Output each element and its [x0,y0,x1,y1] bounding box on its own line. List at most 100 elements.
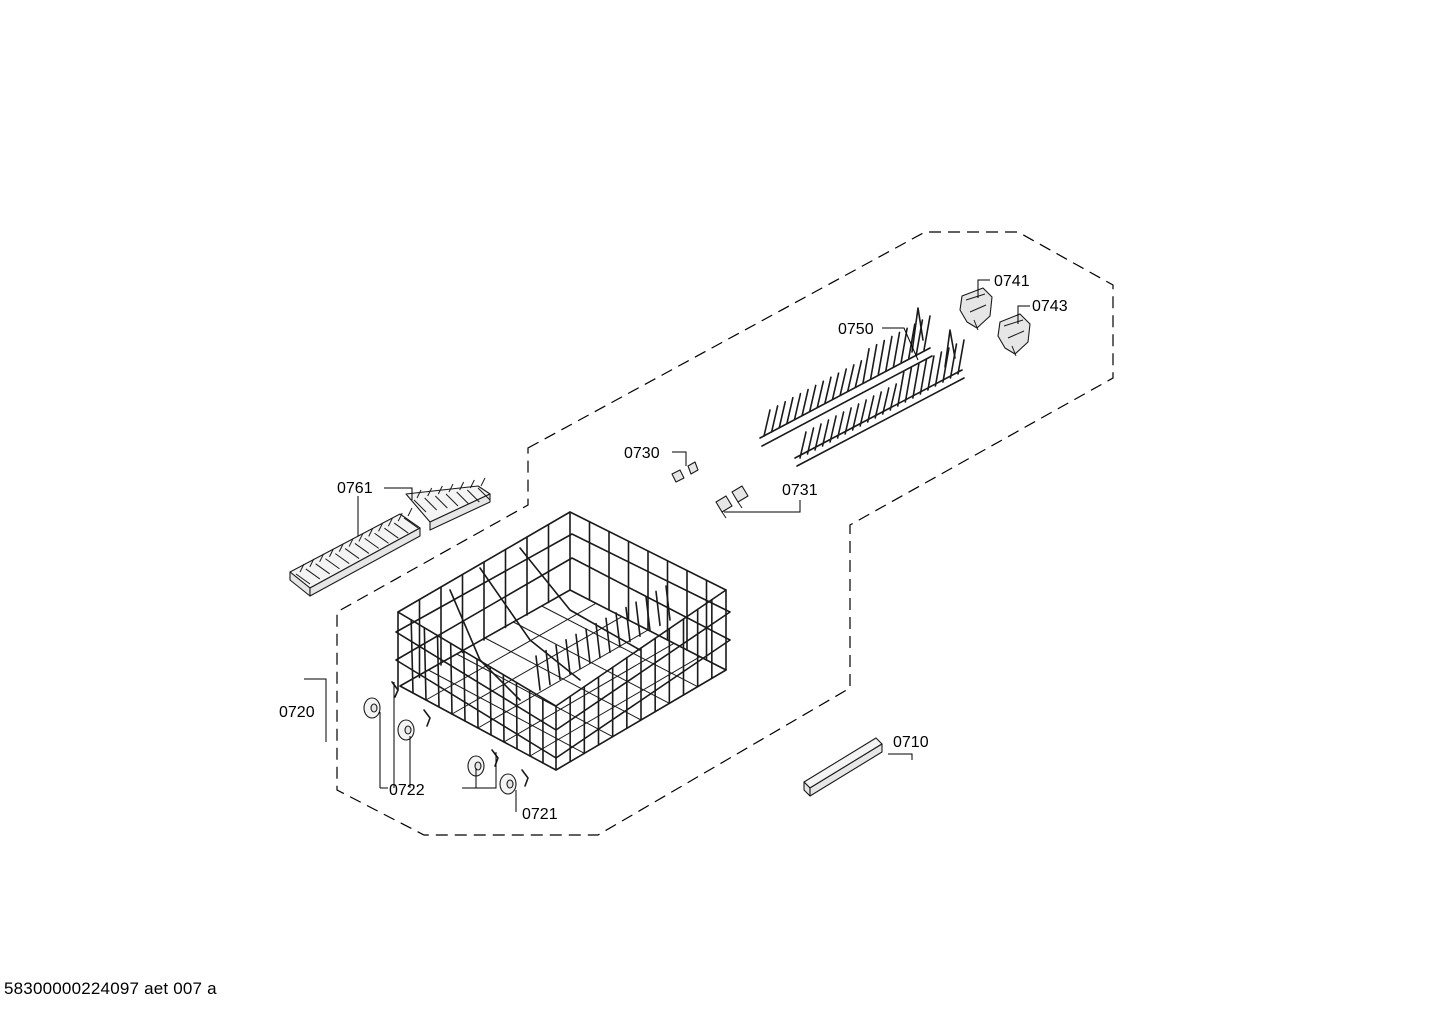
wire-segment [851,403,860,431]
wire-segment [535,655,541,691]
hinge-0731 [715,485,749,519]
wire-segment [354,543,370,554]
wire-segment [625,606,631,643]
wire-segment [397,512,403,522]
wire-segment [329,548,334,557]
callout-0750: 0750 [838,321,874,338]
wire-segment [480,477,486,487]
wire-segment [808,384,817,413]
wire-segment [655,590,661,627]
wire-segment [403,517,419,529]
wire-segment [907,323,916,359]
wire-segment [393,522,409,534]
wire-segment [469,479,475,489]
wire-segment [368,528,374,537]
wire-segment [793,392,802,421]
callout-0730: 0730 [624,445,660,462]
wire-segment [831,372,840,400]
wire-segment [299,563,305,573]
wire-segment [904,367,913,403]
wire-segment [413,499,427,513]
rail-strip-0710 [803,737,883,797]
wire-segment [814,423,822,451]
wheel-hub [404,725,412,735]
wire-segment [338,543,344,552]
wire-segment [334,553,350,565]
wire-segment [449,642,453,715]
wire-segment [801,388,809,417]
drawing-id: 58300000224097 aet 007 a [4,979,217,998]
wire-segment [364,537,380,549]
wire-segment [881,387,890,415]
wire-segment [466,489,480,503]
wire-segment [515,681,518,750]
wire-segment [476,658,479,729]
wire-segment [824,376,832,405]
wire-segment [489,666,492,736]
wire-segment [456,491,470,505]
wheel-hub [370,703,378,713]
wire-segment [892,331,901,368]
callout-0743: 0743 [1032,298,1068,315]
wire-segment [919,359,928,395]
rack-clip-0741 [959,287,993,331]
wire-segment [459,481,465,491]
callout-0710: 0710 [893,734,929,751]
wire-segment [821,419,830,447]
wire-segment [778,401,787,429]
wire-segment [829,415,837,443]
assembly-boundary [336,231,1114,836]
wire-segment [295,573,311,585]
wire-segment [437,485,443,495]
wire-segment [854,360,863,388]
wire-segment [423,626,427,701]
wire-segment [874,391,883,419]
wire-segment [605,617,611,654]
wire-segment [305,568,321,580]
wire-segment [806,427,815,455]
callout-0731: 0731 [782,482,818,499]
wire-segment [635,601,641,637]
wire-segment [529,656,701,757]
wire-segment [665,585,671,621]
callout-0720: 0720 [279,704,315,721]
wire-segment [877,339,886,376]
wire-segment [309,558,315,568]
wire-segment [463,650,466,722]
wire-segment [957,339,965,375]
callout-0741: 0741 [994,273,1030,290]
wire-segment [912,363,920,399]
wire-segment [585,628,591,664]
wire-segment [325,558,340,570]
clip-0730 [671,461,699,483]
wire-segment [816,380,825,409]
wire-segment [862,347,870,384]
wire-segment [575,633,581,670]
wire-segment [615,612,621,648]
wire-segment [949,343,958,379]
wire-segment [847,364,855,392]
wire-segment [387,517,393,527]
wire-segment [885,335,893,372]
wire-segment [436,634,440,708]
wire-segment [448,483,454,493]
callout-0761: 0761 [337,480,373,497]
wire-segment [315,563,330,575]
wire-segment [416,489,422,499]
wire-segment [407,507,413,517]
wire-segment [348,538,354,547]
wire-segment [502,673,505,743]
wire-segment [927,355,935,391]
wire-segment [545,649,551,686]
insert-0761 [289,477,491,597]
wire-segment [319,553,325,563]
wire-segment [344,548,360,559]
wire-segment [645,595,651,632]
lower-basket-0720 [395,511,731,771]
wire-segment [836,411,845,439]
tine-rack-0750 [759,307,965,467]
wire-segment [859,399,867,427]
wire-segment [434,495,448,509]
wheel-hub [506,779,514,789]
wire-segment [445,493,459,507]
